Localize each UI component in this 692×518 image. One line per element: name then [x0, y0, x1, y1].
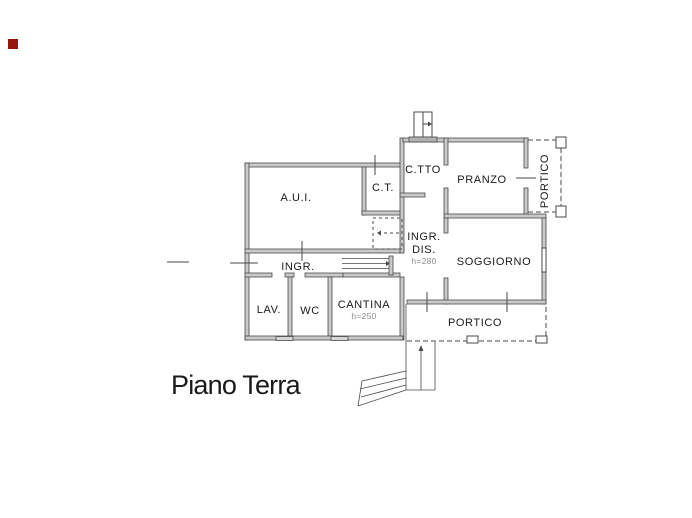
- walls: [244, 137, 547, 341]
- label-lav: LAV.: [257, 304, 281, 316]
- hatch-dashed-box: [372, 217, 405, 252]
- portico-pillar: [535, 335, 548, 344]
- label-ctto: C.TTO: [405, 164, 441, 176]
- red-marker-square: [8, 39, 18, 49]
- label-portico-bottom: PORTICO: [448, 317, 502, 329]
- window-soggiorno-right: [541, 247, 547, 273]
- label-ingr: INGR.: [281, 261, 315, 273]
- label-ingr-dis-height: h=280: [411, 256, 436, 266]
- plan-title: Piano Terra: [171, 370, 302, 400]
- bottom-portico-boundary: [407, 307, 548, 344]
- label-wc: WC: [300, 305, 320, 317]
- label-ingr-dis-1: INGR.: [407, 231, 441, 243]
- label-cantina: CANTINA: [338, 299, 391, 311]
- label-cantina-height: h=250: [351, 311, 376, 321]
- portico-pillar: [555, 205, 567, 218]
- label-ct: C.T.: [372, 182, 394, 194]
- chimney: [408, 111, 438, 143]
- exterior-staircase: [357, 304, 436, 407]
- portico-pillar: [466, 335, 479, 344]
- room-labels: A.U.I. C.T. C.TTO PRANZO PORTICO INGR. D…: [257, 154, 551, 329]
- portico-pillar: [555, 136, 567, 149]
- label-pranzo: PRANZO: [457, 174, 506, 186]
- window-door-marks: [167, 155, 536, 312]
- label-aui: A.U.I.: [280, 192, 311, 204]
- label-soggiorno: SOGGIORNO: [457, 256, 531, 268]
- interior-staircase: [342, 258, 390, 269]
- label-ingr-dis-2: DIS.: [412, 244, 436, 256]
- right-portico-boundary: [528, 136, 567, 218]
- label-portico-right: PORTICO: [539, 154, 551, 208]
